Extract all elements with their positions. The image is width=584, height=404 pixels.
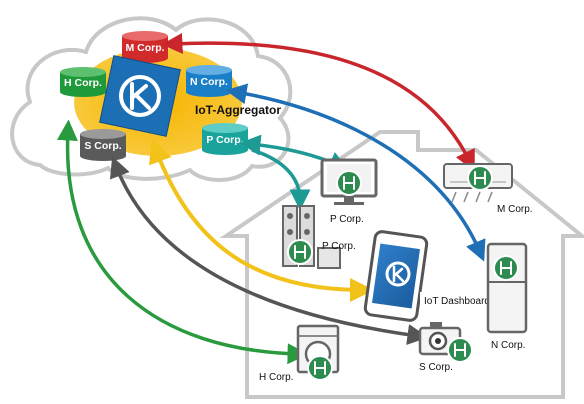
aggregator-logo bbox=[99, 55, 181, 137]
aggregator-label: IoT-Aggregator bbox=[195, 103, 281, 117]
fridge-badge-glyph bbox=[500, 261, 512, 275]
washer-label: H Corp. bbox=[259, 372, 293, 383]
tablet-label-bg bbox=[420, 292, 500, 308]
badge-glyphs bbox=[294, 171, 512, 375]
tablet-device bbox=[363, 230, 429, 322]
db-m-corp-label: M Corp. bbox=[125, 42, 164, 54]
ac-badge-glyph bbox=[474, 171, 486, 185]
db-m-corp: M Corp. bbox=[122, 31, 168, 63]
speaker-label: P Corp. bbox=[322, 241, 356, 252]
db-h-corp: H Corp. bbox=[60, 67, 106, 97]
tablet-logo-ring bbox=[385, 261, 411, 287]
db-p-corp: P Corp. bbox=[202, 123, 248, 155]
aggregator-logo-ring bbox=[119, 75, 161, 117]
tv-badge-glyph bbox=[343, 176, 355, 190]
tv-label: P Corp. bbox=[330, 214, 364, 225]
arrow-green bbox=[56, 119, 309, 365]
speaker-badge-glyph bbox=[294, 245, 306, 259]
washer-device bbox=[296, 324, 340, 381]
camera-label: S Corp. bbox=[419, 362, 453, 373]
tablet-logo-mark bbox=[392, 265, 405, 283]
db-h-corp-label: H Corp. bbox=[64, 77, 102, 89]
db-n-corp: N Corp. bbox=[186, 65, 232, 97]
aggregator-logo-mark bbox=[130, 82, 151, 110]
tablet-label: IoT Dashboard bbox=[424, 296, 490, 307]
fridge-label: N Corp. bbox=[491, 340, 525, 351]
camera-badge-glyph bbox=[454, 343, 466, 357]
db-p-corp-label: P Corp. bbox=[206, 134, 243, 146]
db-n-corp-label: N Corp. bbox=[190, 76, 228, 88]
ac-device bbox=[443, 163, 513, 203]
fridge-device bbox=[486, 242, 528, 334]
ac-label: M Corp. bbox=[497, 204, 533, 215]
db-s-corp: S Corp. bbox=[80, 129, 126, 161]
db-s-corp-label: S Corp. bbox=[84, 140, 121, 152]
arrow-blue bbox=[225, 83, 486, 262]
washer-badge-glyph bbox=[314, 361, 326, 375]
